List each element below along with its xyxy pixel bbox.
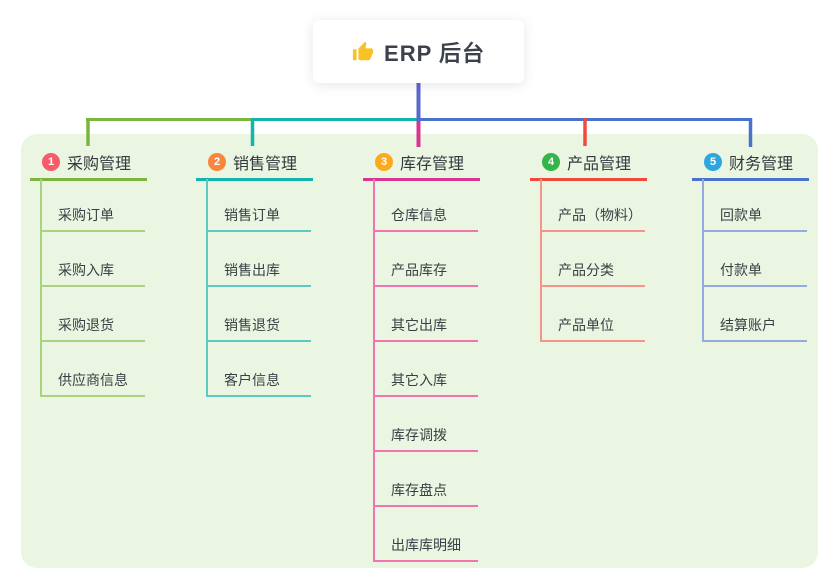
child-node[interactable]: 产品库存 — [373, 255, 478, 287]
child-label: 仓库信息 — [391, 207, 447, 223]
branch-rail — [40, 179, 42, 397]
child-node[interactable]: 供应商信息 — [40, 365, 145, 397]
child-label: 销售出库 — [224, 262, 280, 278]
child-node[interactable]: 库存调拨 — [373, 420, 478, 452]
branch-header-sales[interactable]: 2 销售管理 — [196, 146, 313, 181]
child-node[interactable]: 库存盘点 — [373, 475, 478, 507]
branch-rail — [702, 179, 704, 342]
branch-number-badge: 3 — [375, 153, 393, 171]
child-node[interactable]: 其它出库 — [373, 310, 478, 342]
child-node[interactable]: 采购入库 — [40, 255, 145, 287]
child-node[interactable]: 产品单位 — [540, 310, 645, 342]
child-node[interactable]: 采购订单 — [40, 200, 145, 232]
child-node[interactable]: 出库库明细 — [373, 530, 478, 562]
branch-number-badge: 4 — [542, 153, 560, 171]
branch-header-purchase[interactable]: 1 采购管理 — [30, 146, 147, 181]
child-node[interactable]: 产品（物料） — [540, 200, 645, 232]
child-label: 采购订单 — [58, 207, 114, 223]
child-label: 出库库明细 — [391, 537, 461, 553]
branch-number-badge: 5 — [704, 153, 722, 171]
child-label: 销售退货 — [224, 317, 280, 333]
child-node[interactable]: 结算账户 — [702, 310, 807, 342]
branch-label: 销售管理 — [233, 156, 298, 173]
child-node[interactable]: 客户信息 — [206, 365, 311, 397]
branch-rail — [206, 179, 208, 397]
child-label: 销售订单 — [224, 207, 280, 223]
child-node[interactable]: 其它入库 — [373, 365, 478, 397]
root-label: ERP 后台 — [384, 40, 485, 66]
child-node[interactable]: 回款单 — [702, 200, 807, 232]
branch-label: 采购管理 — [67, 156, 132, 173]
branch-inventory: 3 库存管理 仓库信息 产品库存 其它出库 其它入库 库存调拨 库存盘点 出库库… — [363, 0, 480, 588]
child-label: 采购入库 — [58, 262, 114, 278]
thumbs-up-icon — [352, 41, 374, 60]
child-label: 库存调拨 — [391, 427, 447, 443]
child-label: 产品（物料） — [558, 207, 642, 223]
branch-header-finance[interactable]: 5 财务管理 — [692, 146, 809, 181]
child-node[interactable]: 付款单 — [702, 255, 807, 287]
root-node[interactable]: ERP 后台 — [313, 20, 524, 83]
branch-finance: 5 财务管理 回款单 付款单 结算账户 — [692, 0, 809, 588]
branch-label: 库存管理 — [400, 156, 465, 173]
child-label: 结算账户 — [720, 317, 776, 333]
child-label: 产品分类 — [558, 262, 614, 278]
child-label: 产品库存 — [391, 262, 447, 278]
branch-panel — [21, 134, 818, 568]
child-node[interactable]: 销售出库 — [206, 255, 311, 287]
child-label: 其它入库 — [391, 372, 447, 388]
branch-product: 4 产品管理 产品（物料） 产品分类 产品单位 — [530, 0, 647, 588]
child-label: 库存盘点 — [391, 482, 447, 498]
branch-label: 产品管理 — [567, 156, 632, 173]
branch-header-inventory[interactable]: 3 库存管理 — [363, 146, 480, 181]
branch-number-badge: 2 — [208, 153, 226, 171]
child-label: 付款单 — [720, 262, 762, 278]
branch-header-product[interactable]: 4 产品管理 — [530, 146, 647, 181]
child-label: 其它出库 — [391, 317, 447, 333]
branch-number-badge: 1 — [42, 153, 60, 171]
child-node[interactable]: 仓库信息 — [373, 200, 478, 232]
branch-rail — [540, 179, 542, 342]
child-node[interactable]: 采购退货 — [40, 310, 145, 342]
thumbs-up-glyph — [352, 41, 374, 60]
child-label: 回款单 — [720, 207, 762, 223]
child-label: 产品单位 — [558, 317, 614, 333]
branch-label: 财务管理 — [729, 156, 794, 173]
child-node[interactable]: 产品分类 — [540, 255, 645, 287]
branch-rail — [373, 179, 375, 562]
branch-sales: 2 销售管理 销售订单 销售出库 销售退货 客户信息 — [196, 0, 313, 588]
branch-purchase: 1 采购管理 采购订单 采购入库 采购退货 供应商信息 — [30, 0, 147, 588]
child-label: 采购退货 — [58, 317, 114, 333]
child-label: 客户信息 — [224, 372, 280, 388]
child-label: 供应商信息 — [58, 372, 128, 388]
child-node[interactable]: 销售订单 — [206, 200, 311, 232]
child-node[interactable]: 销售退货 — [206, 310, 311, 342]
